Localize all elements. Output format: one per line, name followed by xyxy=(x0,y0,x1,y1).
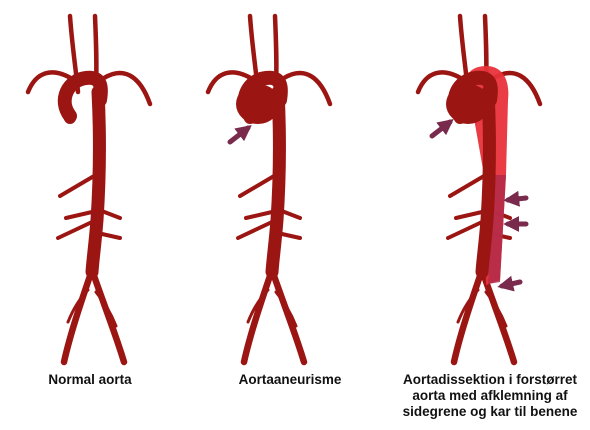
lower-left-side-branch xyxy=(448,222,482,238)
caption-normal-aorta: Normal aorta xyxy=(20,372,160,388)
mid-left-side-branch xyxy=(456,212,482,218)
indicator-arrow xyxy=(230,128,248,142)
upper-side-branch xyxy=(240,176,274,196)
descending-aorta xyxy=(272,92,279,272)
mid-left-side-branch xyxy=(66,212,92,218)
left-iliac-artery xyxy=(64,270,92,362)
lower-left-side-branch xyxy=(58,222,92,238)
mid-left-side-branch xyxy=(246,212,272,218)
caption-aortic-aneurysm: Aortaaneurisme xyxy=(205,372,375,388)
aortic-root xyxy=(244,112,256,124)
upper-side-branch xyxy=(450,176,484,196)
aortic-dissection-illustration xyxy=(418,16,540,362)
right-subclavian-branch xyxy=(104,73,150,104)
descending-aorta xyxy=(482,92,489,272)
lower-left-side-branch xyxy=(238,222,272,238)
right-iliac-artery xyxy=(272,270,304,362)
indicator-arrow xyxy=(432,122,450,136)
right-iliac-artery xyxy=(92,270,124,362)
indicator-arrow xyxy=(508,198,526,200)
normal-aorta-illustration xyxy=(28,16,150,362)
aortic-root xyxy=(454,112,466,124)
caption-aortic-dissection: Aortadissektion i forstørret aorta med a… xyxy=(390,372,590,420)
left-iliac-artery xyxy=(454,270,482,362)
descending-aorta xyxy=(92,92,99,272)
left-iliac-artery xyxy=(244,270,272,362)
upper-side-branch xyxy=(60,176,94,196)
right-subclavian-branch xyxy=(284,73,330,104)
aortic-aneurysm-illustration xyxy=(208,16,330,362)
aortic-root xyxy=(64,112,76,124)
indicator-arrow xyxy=(502,282,520,286)
